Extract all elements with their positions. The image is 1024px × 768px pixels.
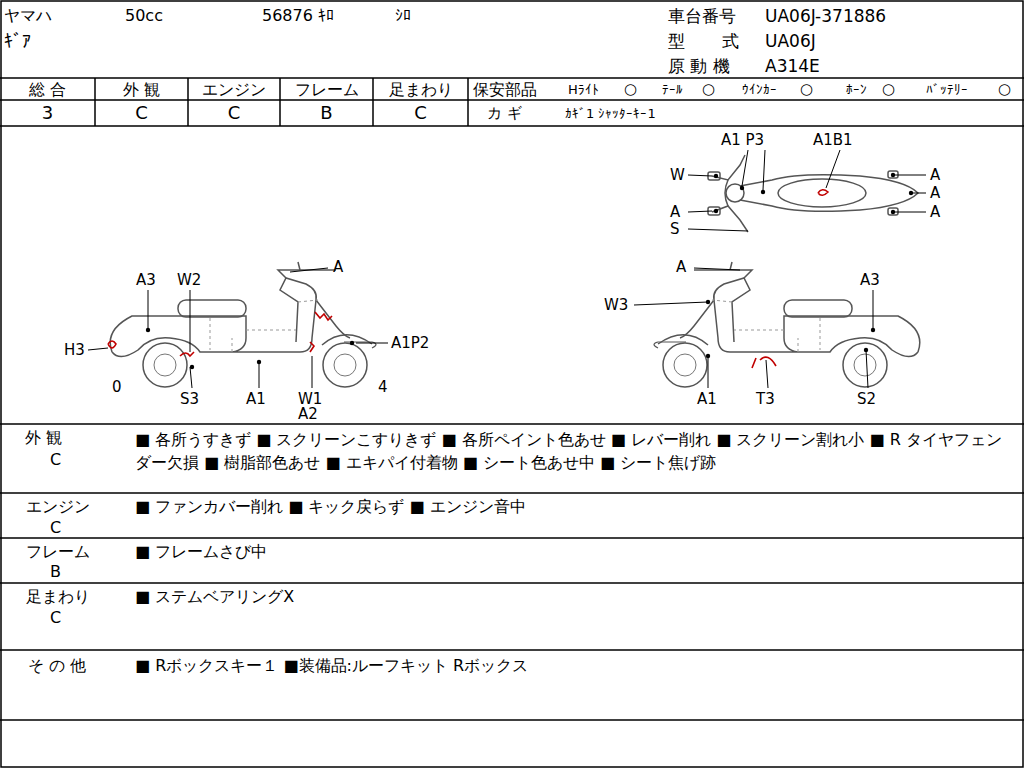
label-text: A1 [697, 390, 717, 408]
label-text: 4 [378, 378, 388, 396]
label-text: W [670, 166, 685, 184]
label-text: ○ [624, 80, 637, 98]
label-text: フレーム [280, 80, 373, 99]
label-text: A [930, 203, 940, 221]
label-text: C [95, 102, 188, 124]
label-text: 式 [722, 31, 739, 51]
label-text: A314E [765, 56, 820, 76]
label-text: ○ [882, 80, 895, 98]
label-text: W3 [604, 296, 628, 314]
label-text: 56876 ｷﾛ [262, 6, 334, 25]
label-text: エンジン [26, 497, 90, 516]
label-text: ｶｷﾞ1 ｼｬｯﾀｰｷｰ1 [565, 106, 656, 122]
label-text: 原 動 機 [668, 56, 730, 76]
label-text: B [280, 102, 373, 124]
label-text: C [373, 102, 468, 124]
label-text: ■ ファンカバー削れ ■ キック戻らず ■ エンジン音中 [135, 497, 526, 516]
label-text: A3 [860, 271, 880, 289]
label-text: ■ 各所うすきず ■ スクリーンこすりきず ■ 各所ペイント色あせ ■ レバー削… [135, 428, 1015, 474]
label-text: そ の 他 [28, 656, 86, 675]
leader-dot [146, 173, 913, 369]
label-text: ﾊﾞｯﾃﾘｰ [926, 82, 968, 98]
label-text: A1 [246, 390, 266, 408]
label-text: UA06J-371886 [765, 6, 886, 26]
label-text: カ ギ [487, 104, 522, 122]
label-text: C [50, 450, 61, 469]
label-text: ﾎｰﾝ [846, 82, 867, 98]
leader-line [88, 150, 926, 388]
label-text: UA06J [765, 31, 816, 51]
label-text: エンジン [188, 80, 280, 99]
label-text: W2 [177, 271, 201, 289]
label-text: ○ [998, 80, 1011, 98]
label-text: B [50, 562, 61, 581]
label-text: ■ フレームさび中 [135, 542, 267, 561]
label-text: ﾃｰﾙ [662, 82, 683, 98]
label-text: A1P2 [391, 334, 429, 352]
label-text: Hﾗｲﾄ [568, 82, 599, 98]
label-text: C [188, 102, 280, 124]
label-text: A [930, 184, 940, 202]
label-text: T3 [756, 390, 775, 408]
label-text: ○ [702, 80, 715, 98]
label-text: A2 [298, 405, 318, 423]
label-text: ｷﾞｱ [4, 30, 31, 52]
label-text: 足まわり [26, 587, 90, 606]
label-text: 3 [0, 102, 95, 124]
label-text: S3 [180, 390, 199, 408]
label-text: A [930, 166, 940, 184]
label-text: 0 [112, 378, 122, 396]
label-text: フレーム [26, 542, 90, 561]
label-text: 50cc [125, 6, 163, 25]
label-text: 足まわり [373, 80, 468, 99]
damage-mark [108, 190, 828, 368]
label-text: A1B1 [813, 131, 853, 149]
label-text: 外 観 [95, 80, 188, 99]
label-text: A [333, 258, 343, 276]
scooter-top [708, 155, 918, 232]
label-text: H3 [64, 341, 85, 359]
label-text: A3 [136, 271, 156, 289]
label-text: ｳｲﾝｶｰ [742, 82, 777, 98]
label-text: ○ [800, 80, 813, 98]
label-text: ■ Rボックスキー１ ■装備品:ルーフキット Rボックス [135, 656, 528, 675]
label-text: ■ ステムベアリングX [135, 587, 294, 606]
label-text: 総 合 [0, 80, 95, 99]
label-text: A1 P3 [721, 131, 764, 149]
label-text: 外 観 [25, 428, 62, 447]
label-text: C [50, 518, 61, 537]
label-text: S2 [857, 390, 876, 408]
label-text: A [676, 258, 686, 276]
label-text: A [670, 203, 680, 221]
label-text: 車台番号 [668, 6, 736, 26]
label-text: 型 [668, 31, 685, 51]
label-text: ｼﾛ [395, 6, 411, 25]
label-text: 保安部品 [473, 80, 537, 99]
label-text: C [50, 608, 61, 627]
label-text: S [670, 220, 680, 238]
label-text: ヤマハ [4, 6, 52, 25]
